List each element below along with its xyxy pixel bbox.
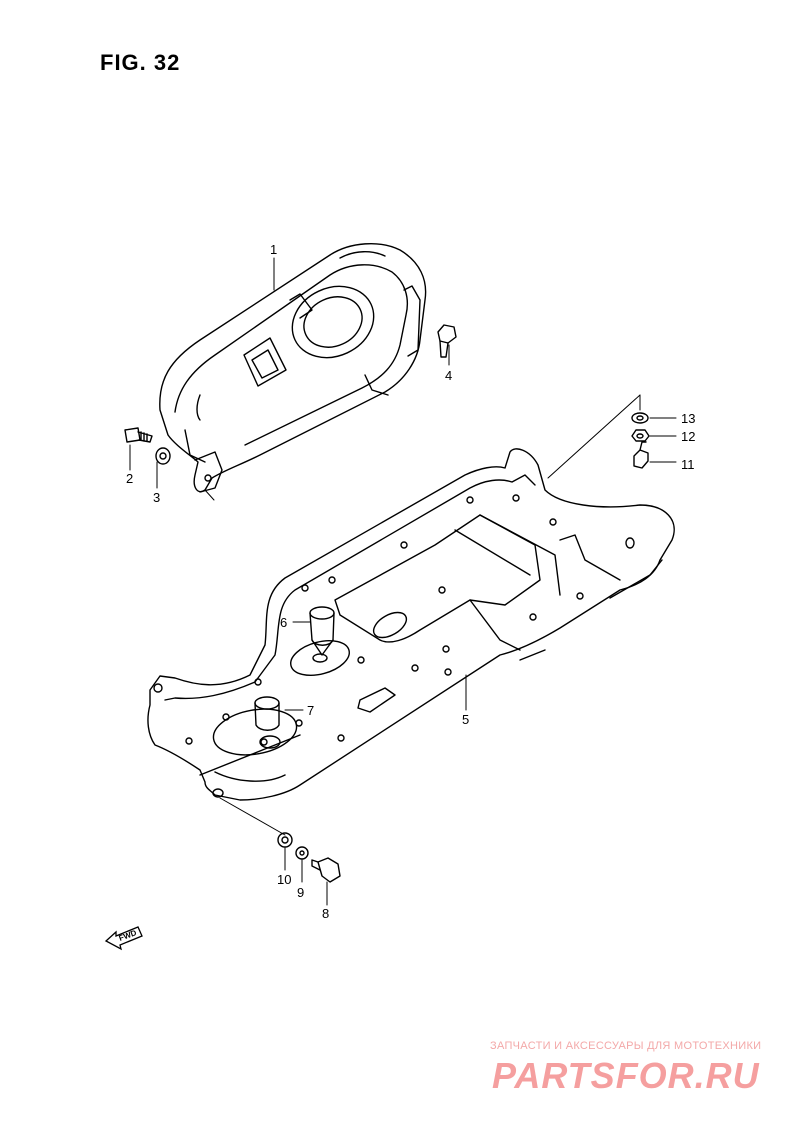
part-9-lock-washer — [295, 846, 309, 860]
callout-7: 7 — [307, 703, 315, 718]
leader-lines — [129, 257, 677, 906]
callout-12: 12 — [681, 429, 696, 444]
callout-1: 1 — [270, 242, 278, 257]
watermark-caption: ЗАПЧАСТИ И АКСЕССУАРЫ ДЛЯ МОТОТЕХНИКИ — [490, 1040, 762, 1052]
part-2-bolt — [124, 427, 153, 443]
part-6-damper — [309, 606, 335, 656]
callout-5: 5 — [462, 712, 470, 727]
callout-10: 10 — [277, 872, 292, 887]
part-8-bolt — [311, 857, 341, 883]
callout-6: 6 — [280, 615, 288, 630]
part-1-cover — [159, 242, 427, 493]
part-13-washer — [631, 412, 649, 424]
callout-9: 9 — [297, 885, 305, 900]
part-3-washer — [155, 447, 171, 465]
part-10-washer — [277, 832, 293, 848]
part-4-bolt — [437, 324, 457, 358]
callout-2: 2 — [126, 471, 134, 486]
part-11-bolt — [633, 441, 649, 469]
figure-title: FIG. 32 — [100, 50, 181, 75]
part-12-nut — [631, 429, 650, 442]
callout-3: 3 — [153, 490, 161, 505]
fwd-arrow-icon: FWD — [104, 926, 143, 951]
watermark-logo: PARTSFOR.RU — [492, 1055, 760, 1096]
callout-4: 4 — [445, 368, 453, 383]
part-7-damper — [254, 696, 280, 731]
callout-13: 13 — [681, 411, 696, 426]
part-5-skid-plate — [147, 448, 675, 801]
callout-8: 8 — [322, 906, 330, 921]
callout-11: 11 — [681, 457, 695, 472]
